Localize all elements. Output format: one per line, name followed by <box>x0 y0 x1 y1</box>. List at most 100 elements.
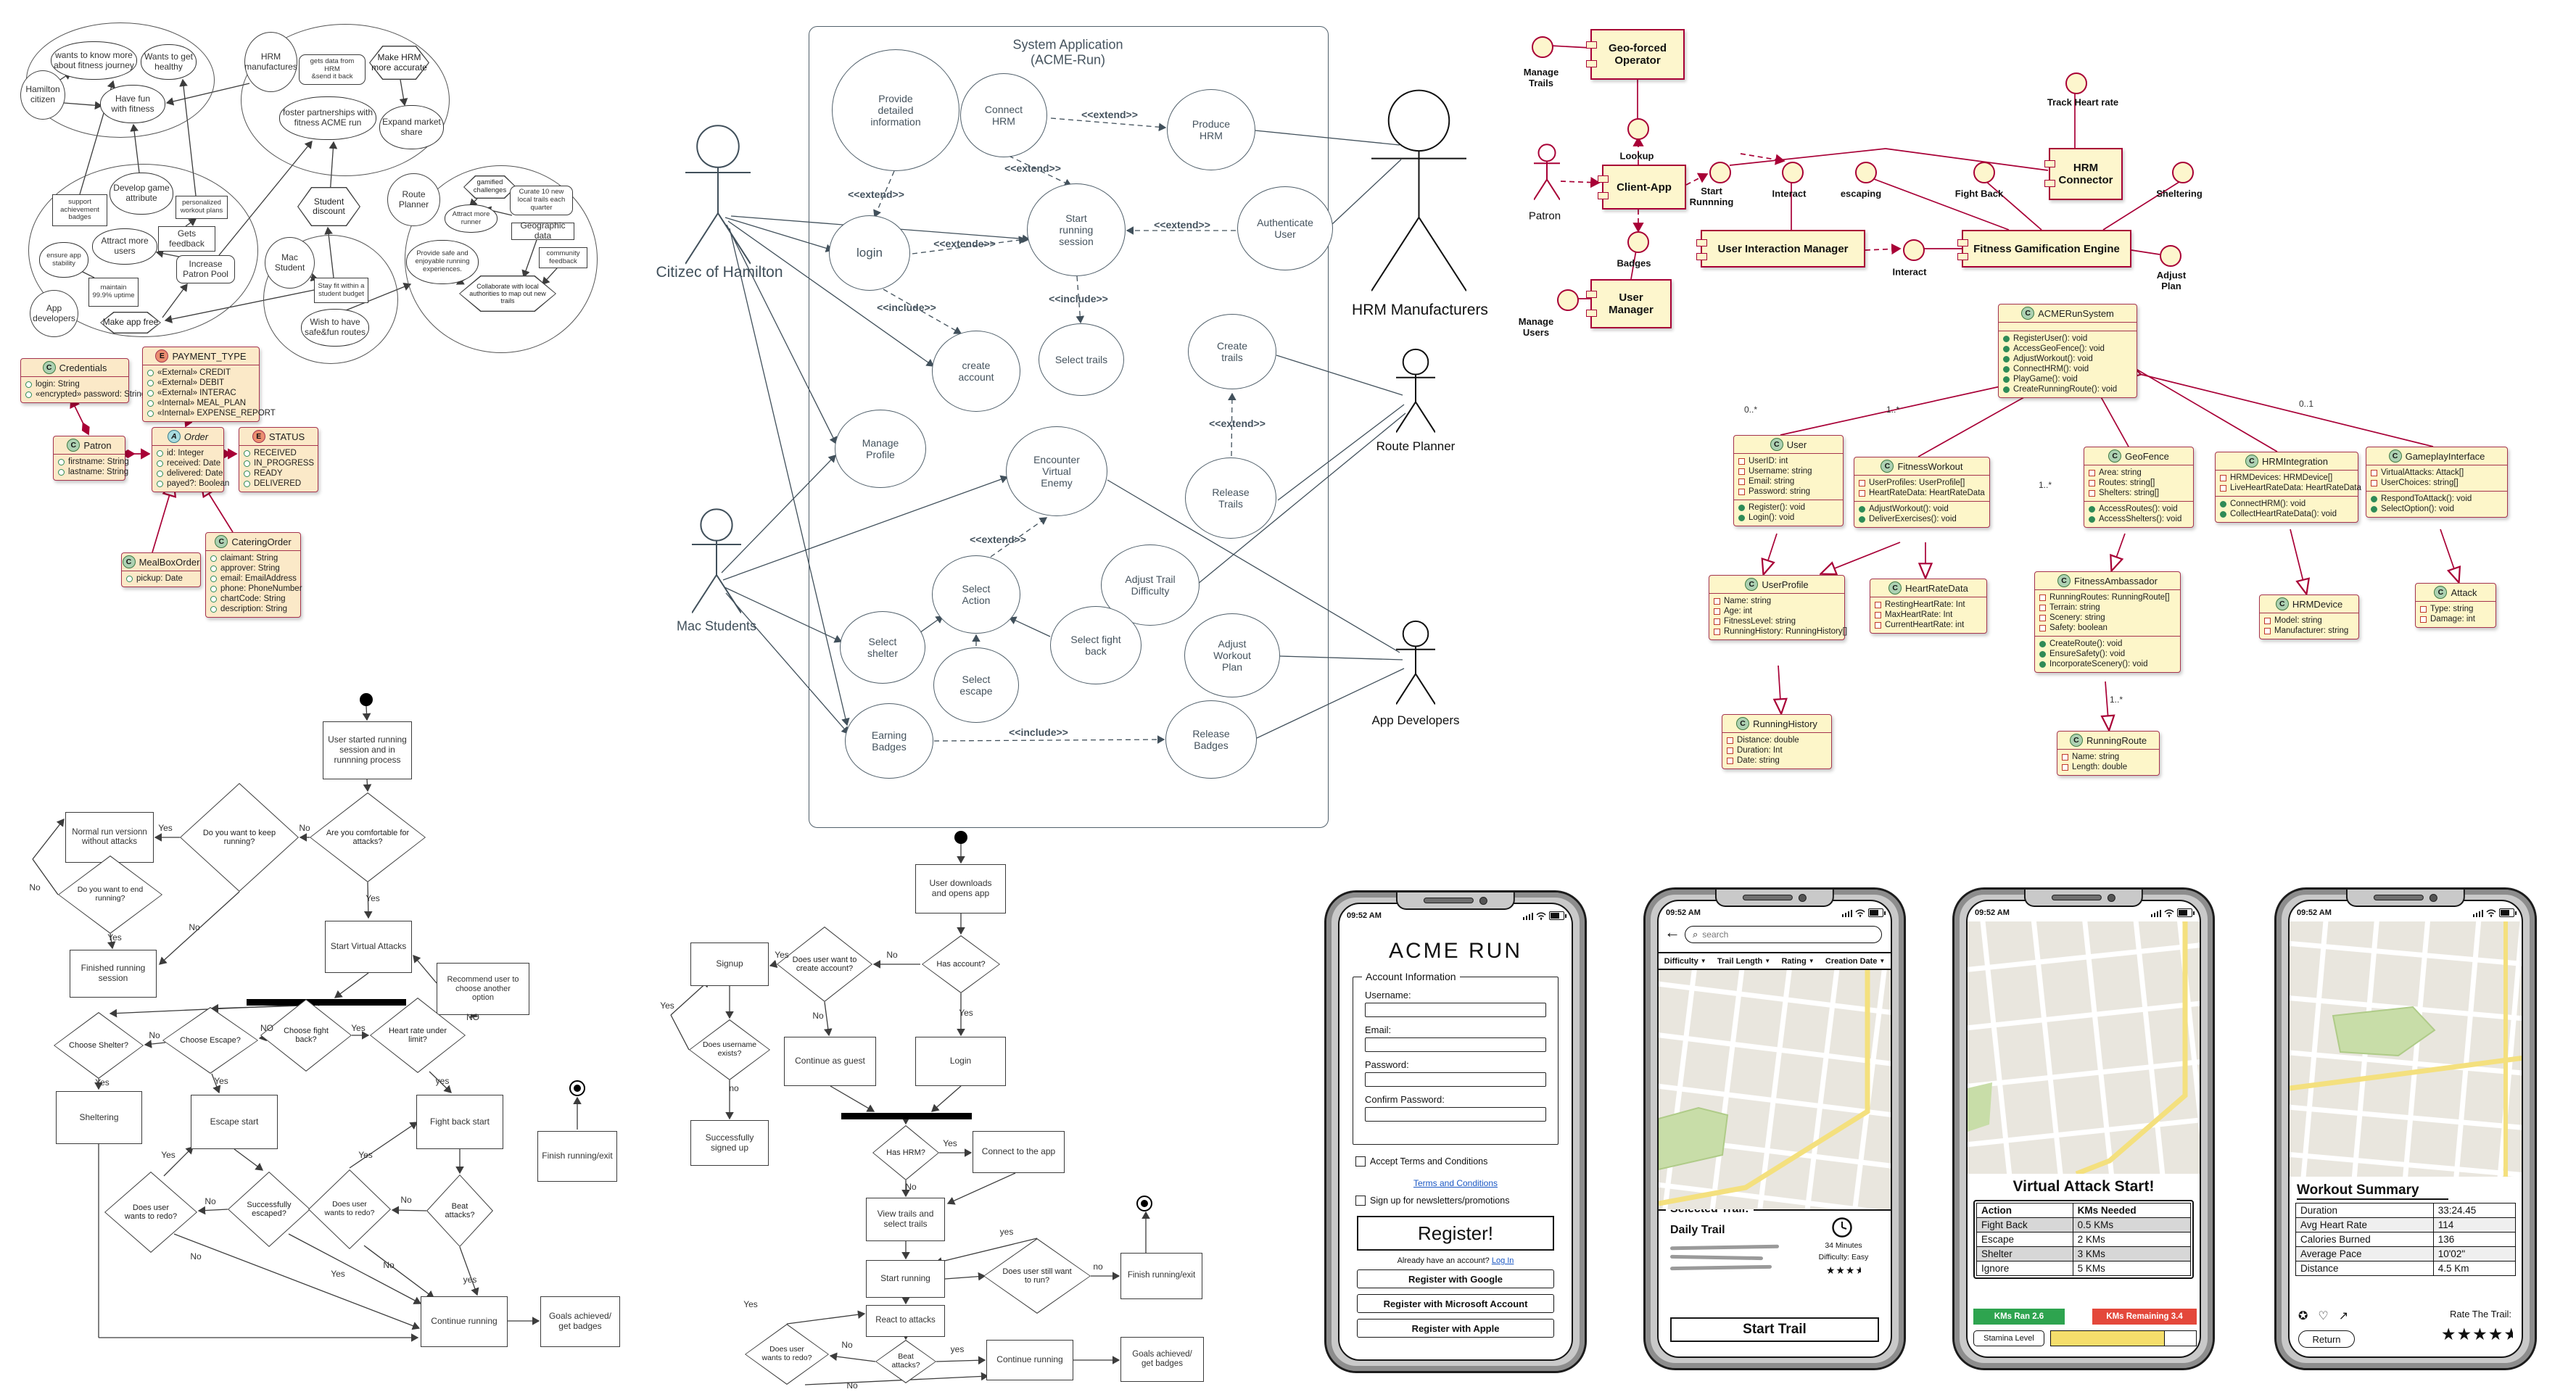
trail-rating-stars[interactable]: ★★★★ <box>1825 1264 1861 1276</box>
field-icon <box>1727 757 1733 764</box>
table-header: KMs Needed <box>2072 1203 2192 1218</box>
accept-terms-label: Accept Terms and Conditions <box>1370 1156 1488 1167</box>
field-icon <box>1859 489 1865 497</box>
filter-creation-date[interactable]: Creation Date▼ <box>1825 956 1886 966</box>
a2-goals-achieved: Goals achieved/ get badges <box>1120 1337 1204 1382</box>
uc-select-fight-back: Select fight back <box>1050 606 1142 684</box>
table-cell[interactable]: 0.5 KMs <box>2072 1217 2192 1232</box>
start-trail-button[interactable]: Start Trail <box>1670 1317 1879 1342</box>
share-icon[interactable]: ↗ <box>2338 1310 2349 1322</box>
attributes-section: UserProfiles: UserProfile[]HeartRateData… <box>1854 475 1989 501</box>
field-icon <box>2039 624 2046 631</box>
table-cell[interactable]: Ignore <box>1976 1261 2073 1276</box>
back-arrow-icon[interactable]: ← <box>1664 923 1680 941</box>
filter-difficulty[interactable]: Difficulty▼ <box>1664 956 1706 966</box>
system-boundary <box>809 26 1329 828</box>
heart-icon[interactable]: ♡ <box>2318 1310 2329 1322</box>
uc-release-badges: Release Badges <box>1165 700 1257 779</box>
uc-authenticate-user: Authenticate User <box>1237 186 1333 270</box>
table-cell[interactable]: Escape <box>1976 1232 2073 1247</box>
attribute: pickup: Date <box>136 574 183 583</box>
a2-continue-running: Continue running <box>986 1340 1073 1380</box>
register-button[interactable]: Register! <box>1357 1216 1554 1251</box>
stamina-bar <box>2050 1330 2197 1346</box>
field-icon <box>1738 457 1745 465</box>
class-kind-badge: C <box>1736 717 1750 730</box>
attribute: RunningRoutes: RunningRoute[] <box>2049 593 2170 602</box>
return-button[interactable]: Return <box>2298 1330 2355 1348</box>
text-input[interactable] <box>1365 1037 1546 1052</box>
method-icon <box>2039 660 2046 668</box>
attribute: Shelters: string[] <box>2099 489 2160 497</box>
status-time: 09:52 AM <box>2297 908 2332 917</box>
text-input[interactable] <box>1365 1072 1546 1087</box>
search-input[interactable]: ⌕ search <box>1685 926 1882 943</box>
text-label: No <box>205 1196 216 1207</box>
method-icon <box>1738 514 1745 521</box>
terms-and-conditions-link[interactable]: Terms and Conditions <box>1413 1178 1498 1188</box>
text-input[interactable] <box>1365 1002 1546 1017</box>
social-register-button[interactable]: Register with Apple <box>1357 1319 1554 1338</box>
attribute: «Internal» EXPENSE_REPORT <box>157 409 276 418</box>
method-icon <box>2003 376 2010 383</box>
table-cell[interactable]: 2 KMs <box>2072 1232 2192 1247</box>
class-kind-badge: E <box>155 349 169 362</box>
newsletter-checkbox[interactable] <box>1355 1196 1366 1206</box>
text-label: Lookup <box>1619 150 1654 162</box>
rate-trail-stars[interactable]: ★★★★★ <box>2440 1325 2513 1343</box>
text-label: Interact <box>1892 266 1927 278</box>
uc-adjust-workout-plan: Adjust Workout Plan <box>1184 613 1280 697</box>
table-cell[interactable]: 3 KMs <box>2072 1246 2192 1262</box>
actor-citizec-of-hamilton-label: Citizec of Hamilton <box>656 263 783 281</box>
a2-continue-guest: Continue as guest <box>784 1037 876 1086</box>
attribute: Age: int <box>1724 607 1752 616</box>
class-name: RunningRoute <box>2086 734 2147 746</box>
task-gets-data: gets data from HRM &send it back <box>299 54 366 85</box>
uc-select-trails: Select trails <box>1039 323 1124 396</box>
uc-release-trails: Release Trails <box>1185 457 1276 539</box>
status-time: 09:52 AM <box>1975 908 2010 917</box>
text-label: Yes <box>743 1299 758 1310</box>
class-name: Order <box>183 431 209 442</box>
text-label: No <box>841 1340 853 1351</box>
method-icon <box>1738 504 1745 511</box>
table-cell[interactable]: Fight Back <box>1976 1217 2073 1232</box>
social-register-button[interactable]: Register with Google <box>1357 1269 1554 1288</box>
wifi-icon <box>2164 909 2174 917</box>
field-icon <box>2371 469 2377 476</box>
class-kind-badge: C <box>42 361 56 374</box>
attribute: login: String <box>36 380 80 389</box>
a2-connect-app: Connect to the app <box>973 1131 1065 1173</box>
log-in-link[interactable]: Log In <box>1491 1256 1514 1265</box>
table-cell[interactable]: 5 KMs <box>2072 1261 2192 1276</box>
filter-trail-length[interactable]: Trail Length▼ <box>1717 956 1771 966</box>
attribute: payed?: Boolean <box>167 479 230 488</box>
text-label: yes <box>463 1275 477 1285</box>
medal-icon[interactable]: ✪ <box>2298 1310 2308 1322</box>
field-icon <box>244 460 250 467</box>
class-kind-badge: C <box>2021 307 2035 320</box>
method: DeliverExercises(): void <box>1869 515 1957 523</box>
filter-rating[interactable]: Rating▼ <box>1781 956 1815 966</box>
attribute: Name: string <box>1724 597 1772 605</box>
method-icon <box>2039 650 2046 658</box>
goal-make-app-free: Make app free <box>100 312 161 334</box>
phone2-screen: 09:52 AM ← ⌕ search Difficulty▼Trail Len… <box>1657 900 1892 1358</box>
text-input[interactable] <box>1365 1106 1546 1122</box>
table-cell[interactable]: Shelter <box>1976 1246 2073 1262</box>
accept-terms-checkbox[interactable] <box>1355 1156 1366 1167</box>
phone3-screen: 09:52 AM <box>1966 900 2201 1358</box>
social-register-button[interactable]: Register with Microsoft Account <box>1357 1294 1554 1313</box>
